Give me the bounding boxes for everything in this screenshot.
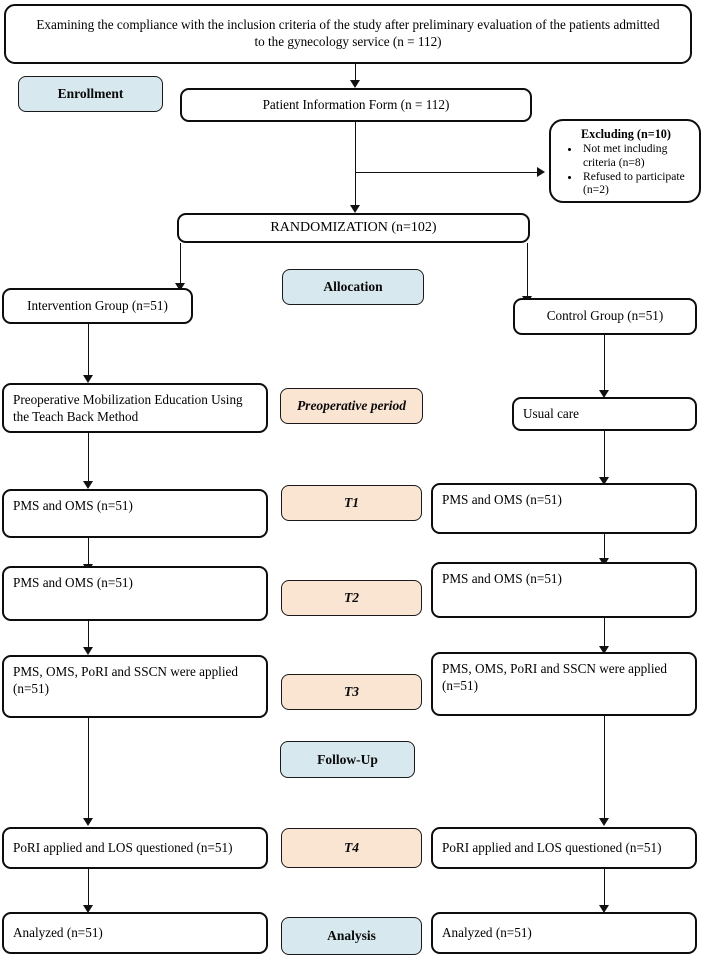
connector-header-to-patient-form [355,64,356,82]
intervention-t3-box: PMS, OMS, PoRI and SSCN were applied (n=… [2,655,268,718]
intervention-preoperative-text: Preoperative Mobilization Education Usin… [13,392,243,424]
phase-chip-enrollment: Enrollment [18,76,163,112]
timepoint-chip-preoperative-label: Preoperative period [296,398,407,413]
arrowhead-control-to-usualcare [599,390,609,398]
header-eligibility-text: Examining the compliance with the inclus… [36,17,660,49]
phase-chip-allocation: Allocation [282,269,424,305]
control-t4-text: PoRI applied and LOS questioned (n=51) [442,839,662,855]
control-group-text: Control Group (n=51) [546,308,664,324]
arrowhead-control-t3-to-t4 [599,818,609,826]
connector-control-to-usualcare [604,335,605,392]
timepoint-chip-t2: T2 [281,580,422,616]
randomization-box: RANDOMIZATION (n=102) [177,213,530,243]
intervention-t3-text: PMS, OMS, PoRI and SSCN were applied (n=… [13,664,238,696]
timepoint-chip-t2-label: T2 [344,590,359,605]
control-analysis-text: Analyzed (n=51) [442,924,532,940]
arrowhead-control-t2-to-t3 [599,646,609,654]
control-t4-box: PoRI applied and LOS questioned (n=51) [431,827,697,869]
arrowhead-branch-to-excluding [537,167,545,177]
header-eligibility-box: Examining the compliance with the inclus… [4,4,692,64]
control-t2-box: PMS and OMS (n=51) [431,562,697,618]
intervention-group-box: Intervention Group (n=51) [2,288,193,324]
timepoint-chip-t3-label: T3 [344,684,359,699]
connector-control-t2-to-t3 [604,618,605,650]
arrowhead-randomization-to-intervention [175,283,185,291]
timepoint-chip-t3: T3 [281,674,422,710]
intervention-analysis-box: Analyzed (n=51) [2,912,268,954]
arrowhead-intervention-to-preop [83,375,93,383]
phase-chip-analysis: Analysis [281,917,422,955]
phase-chip-enrollment-label: Enrollment [57,86,124,101]
control-t3-text: PMS, OMS, PoRI and SSCN were applied (n=… [442,661,667,693]
intervention-t2-box: PMS and OMS (n=51) [2,566,268,621]
excluding-reason-list: Not met including criteria (n=8) Refused… [559,142,693,197]
excluding-reason-item: Refused to participate (n=2) [581,170,693,197]
intervention-t4-text: PoRI applied and LOS questioned (n=51) [13,839,233,855]
connector-intervention-to-preop [88,324,89,377]
phase-chip-analysis-label: Analysis [327,928,376,943]
control-t3-box: PMS, OMS, PoRI and SSCN were applied (n=… [431,652,697,716]
phase-chip-followup-label: Follow-Up [317,751,378,767]
patient-information-form-text: Patient Information Form (n = 112) [262,96,450,112]
arrowhead-header-to-patient-form [350,80,360,88]
connector-branch-to-excluding [355,172,539,173]
connector-intervention-preop-to-t1 [88,433,89,483]
control-preoperative-text: Usual care [523,405,580,421]
connector-intervention-t2-to-t3 [88,621,89,651]
timepoint-chip-t1: T1 [281,485,422,521]
control-preoperative-box: Usual care [512,397,697,431]
arrowhead-intervention-t2-to-t3 [83,647,93,655]
arrowhead-intervention-t4-to-analysis [83,905,93,913]
arrowhead-intervention-preop-to-t1 [83,481,93,489]
excluding-box: Excluding (n=10) Not met including crite… [549,119,701,203]
connector-intervention-t4-to-analysis [88,869,89,909]
connector-control-t3-to-t4 [604,716,605,822]
intervention-preoperative-box: Preoperative Mobilization Education Usin… [2,383,268,433]
timepoint-chip-preoperative: Preoperative period [280,388,423,424]
control-analysis-box: Analyzed (n=51) [431,912,697,954]
connector-intervention-t1-to-t2 [88,538,89,568]
arrowhead-patient-form-to-randomization [350,205,360,213]
connector-randomization-to-intervention [180,243,181,285]
timepoint-chip-t4: T4 [281,828,422,868]
connector-randomization-to-control [527,243,528,298]
randomization-text: RANDOMIZATION (n=102) [270,220,437,236]
intervention-t1-text: PMS and OMS (n=51) [13,498,133,513]
timepoint-chip-t4-label: T4 [344,840,359,855]
intervention-t4-box: PoRI applied and LOS questioned (n=51) [2,827,268,869]
connector-control-t4-to-analysis [604,869,605,909]
connector-control-t1-to-t2 [604,534,605,562]
control-t1-text: PMS and OMS (n=51) [442,492,562,507]
phase-chip-followup: Follow-Up [280,741,415,778]
intervention-analysis-text: Analyzed (n=51) [13,924,103,940]
connector-intervention-t3-to-t4 [88,718,89,822]
connector-control-preop-to-t1 [604,431,605,479]
intervention-group-text: Intervention Group (n=51) [27,297,168,313]
excluding-reason-item: Not met including criteria (n=8) [581,142,693,169]
control-t1-box: PMS and OMS (n=51) [431,483,697,534]
phase-chip-allocation-label: Allocation [323,279,383,294]
intervention-t2-text: PMS and OMS (n=51) [13,575,133,590]
control-t2-text: PMS and OMS (n=51) [442,571,562,586]
intervention-t1-box: PMS and OMS (n=51) [2,489,268,538]
arrowhead-control-preop-to-t1 [599,477,609,485]
connector-patient-form-to-randomization [355,122,356,207]
excluding-title: Excluding (n=10) [581,127,671,141]
patient-information-form-box: Patient Information Form (n = 112) [180,88,532,122]
arrowhead-intervention-t3-to-t4 [83,818,93,826]
timepoint-chip-t1-label: T1 [344,495,359,510]
control-group-box: Control Group (n=51) [513,298,697,335]
arrowhead-control-t4-to-analysis [599,905,609,913]
